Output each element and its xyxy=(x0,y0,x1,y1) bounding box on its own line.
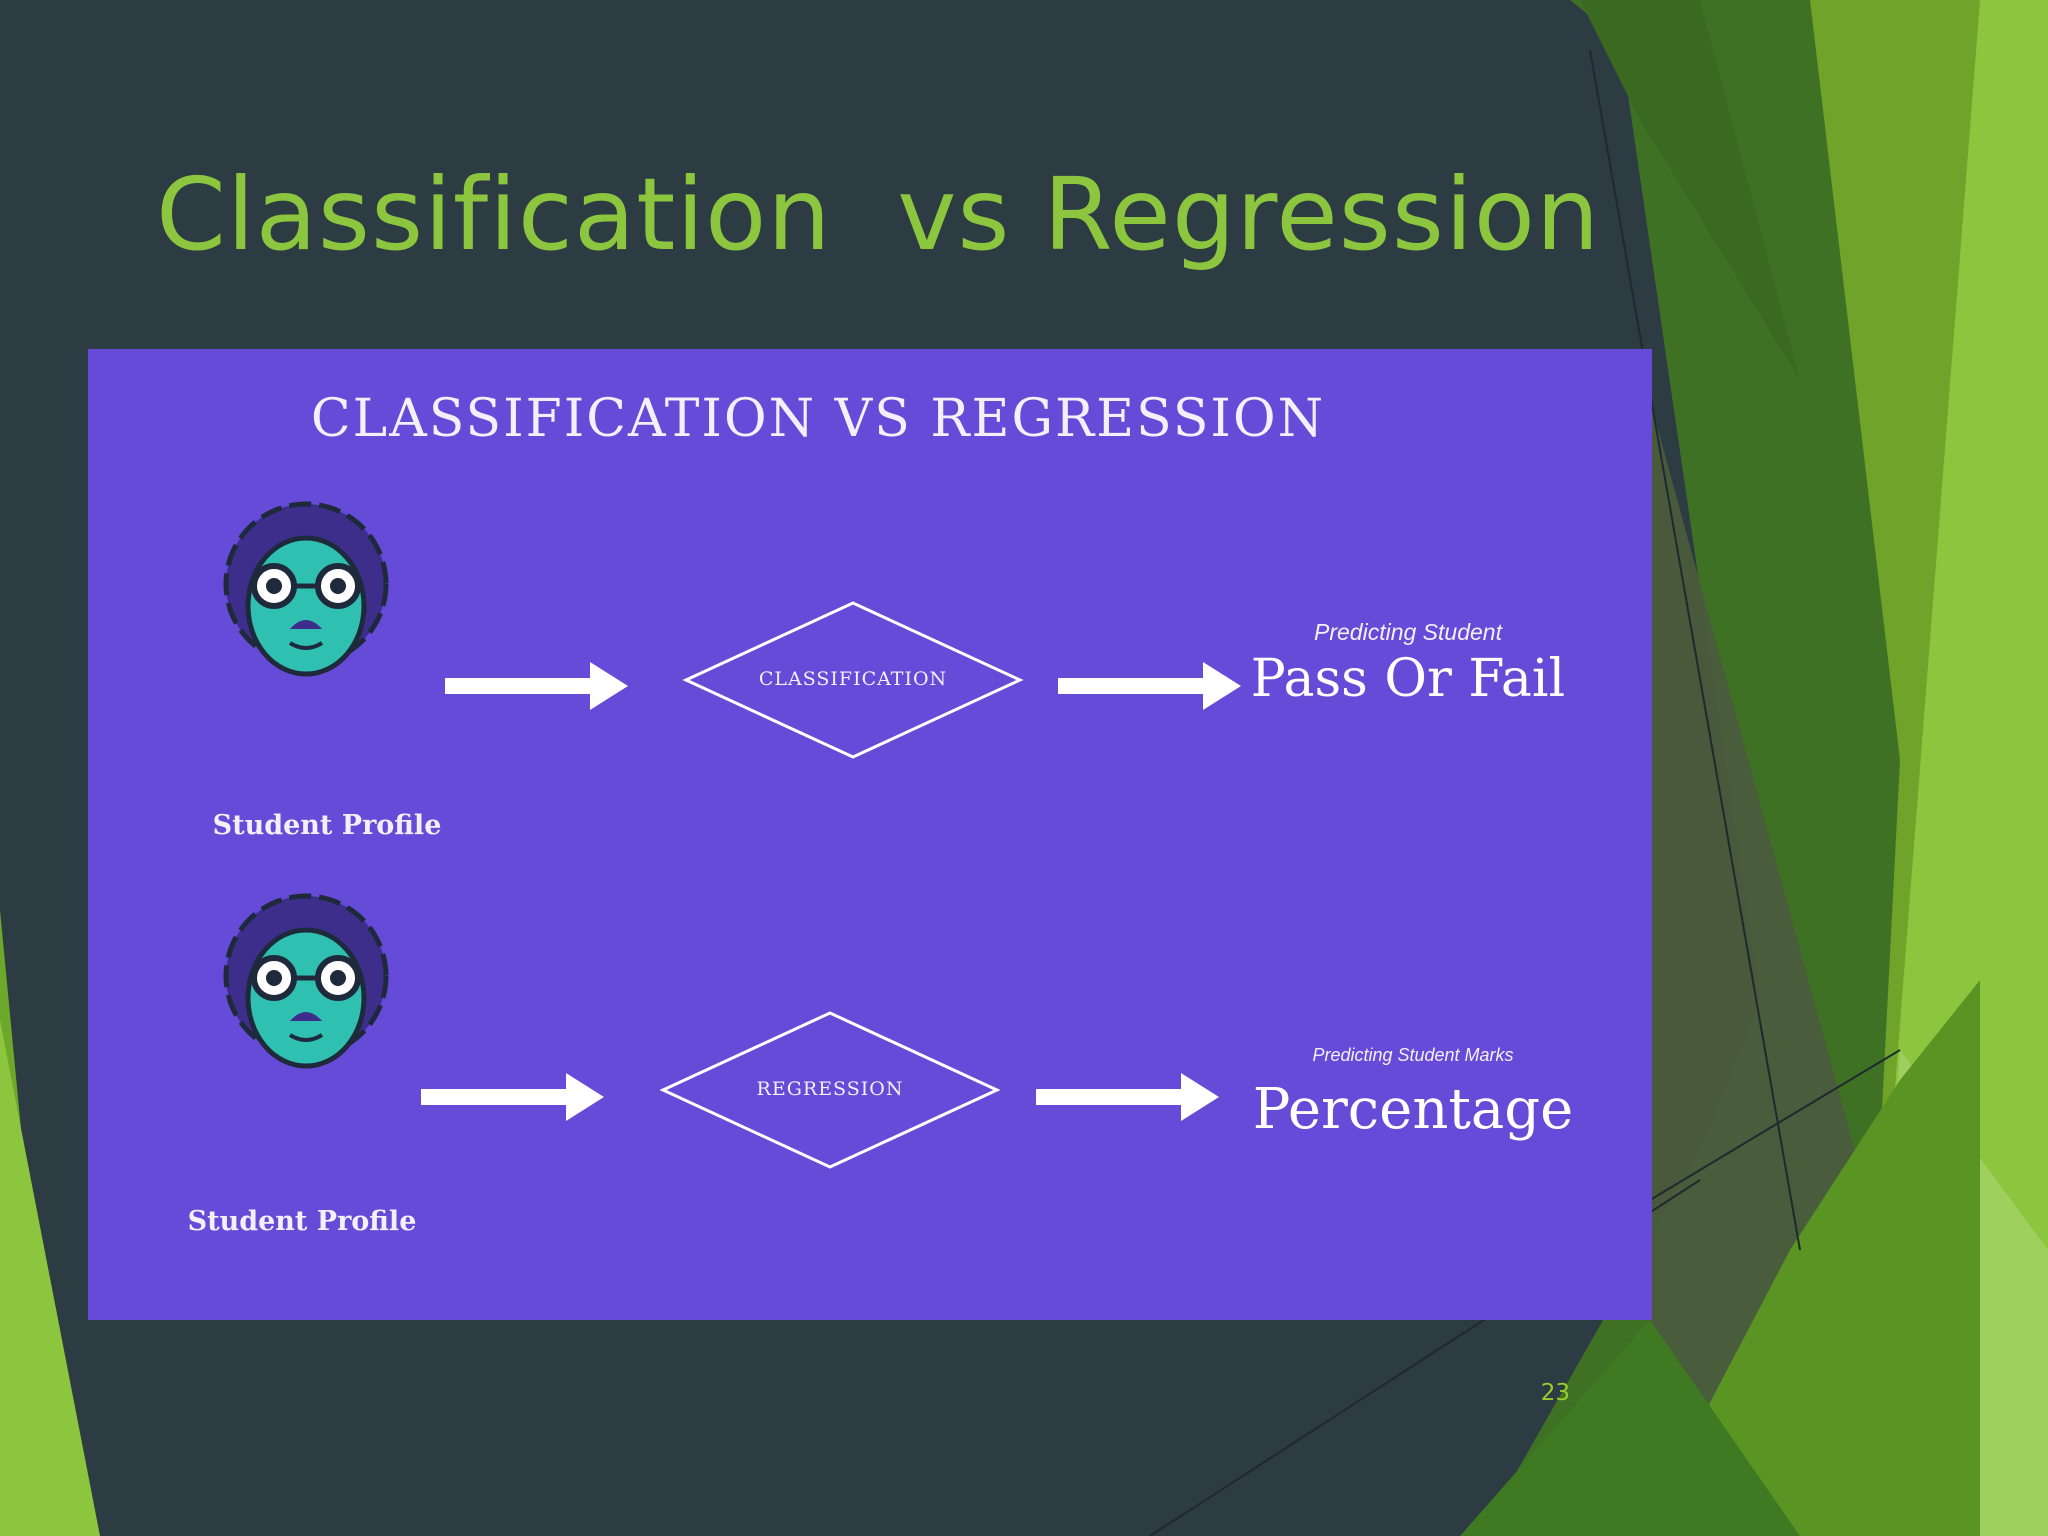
slide-number: 23 xyxy=(1540,1380,1570,1406)
student-profile-label: Student Profile xyxy=(212,810,442,841)
decorative-shapes-right xyxy=(1460,0,2048,1536)
prediction-result: Percentage xyxy=(1252,1077,1574,1142)
decision-diamond-shape xyxy=(659,1011,1001,1169)
arrow-right-icon xyxy=(421,1073,604,1121)
diagram-heading: CLASSIFICATION VS REGRESSION xyxy=(310,389,1326,449)
decision-diamond-shape xyxy=(682,601,1024,759)
arrow-right-icon xyxy=(1058,662,1241,710)
decorative-shapes-left xyxy=(0,910,100,1536)
prediction-caption: Predicting Student Marks xyxy=(1312,1045,1514,1065)
regression-label: Regression xyxy=(756,1078,904,1100)
diagram-graphics xyxy=(223,501,1241,1169)
prediction-result: Pass Or Fail xyxy=(1250,649,1566,709)
slide-title: Classification vs Regression xyxy=(156,156,1601,273)
embedded-diagram-image: CLASSIFICATION VS REGRESSION Student Pro… xyxy=(88,349,1652,1320)
classification-label: Classification xyxy=(758,668,948,690)
arrow-right-icon xyxy=(445,662,628,710)
student-avatar-icon xyxy=(223,501,389,677)
arrow-right-icon xyxy=(1036,1073,1219,1121)
student-avatar-icon xyxy=(223,893,389,1069)
prediction-caption: Predicting Student xyxy=(1314,619,1502,645)
student-profile-label: Student Profile xyxy=(187,1206,417,1237)
